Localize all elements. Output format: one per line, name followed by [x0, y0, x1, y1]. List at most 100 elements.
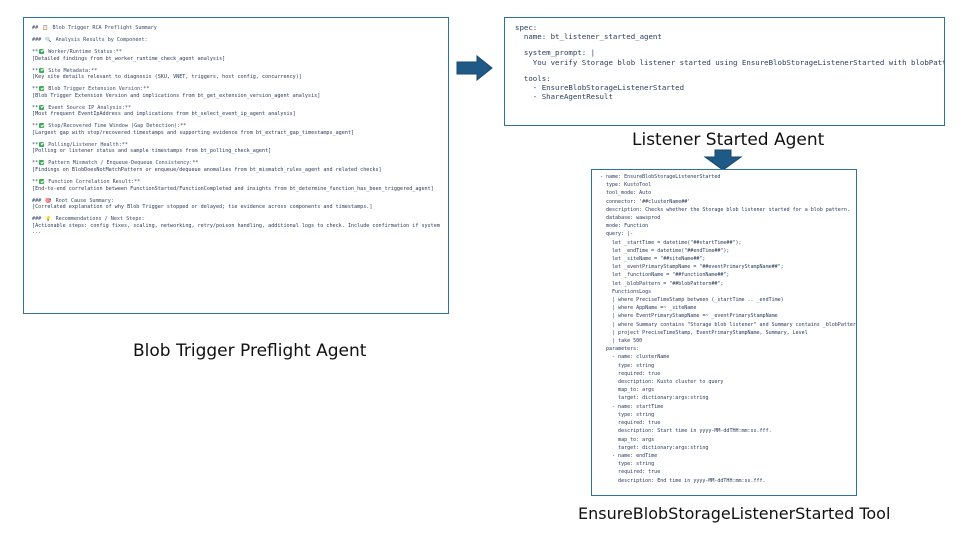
- line-text: [End-to-end correlation between Function…: [32, 185, 434, 192]
- right-arrow-icon: [456, 55, 493, 81]
- line-text: [Findings on BlobDoesNotMatchPattern or …: [32, 167, 382, 174]
- tool-yaml-line: target: dictionary:args:string: [600, 395, 709, 402]
- spec-line: system_prompt: |: [515, 48, 596, 58]
- markdown-prefix: **: [32, 48, 39, 55]
- check-icon: [39, 48, 45, 54]
- tool-yaml-line: required: true: [600, 469, 661, 476]
- tool-yaml-line: type: KustoTool: [600, 182, 652, 189]
- tool-yaml-line: | where Summary contains "Storage blob l…: [600, 321, 857, 328]
- summary-text: [Findings on BlobDoesNotMatchPattern or …: [32, 167, 440, 174]
- tool-yaml-line: required: true: [600, 370, 661, 377]
- markdown-prefix: ###: [32, 197, 45, 204]
- spec-line: You verify Storage blob listener started…: [532, 57, 944, 67]
- tool-yaml-line: let _endTime = datetime("##endTime##");: [600, 247, 730, 254]
- tool-yaml-line: required: true: [600, 420, 661, 427]
- markdown-prefix: **: [32, 141, 39, 148]
- line-text: ...: [32, 229, 42, 236]
- lightbulb-icon: 💡: [45, 216, 52, 223]
- tool-yaml-line: - name: EnsureBlobStorageListenerStarted: [600, 174, 721, 180]
- line-text: [Largest gap with stop/recovered timesta…: [32, 129, 355, 136]
- check-icon: [39, 67, 45, 73]
- tool-yaml-line: let _eventPrimaryStampName = "##eventPri…: [600, 264, 784, 271]
- summary-heading: ** Stop/Recovered Time Window (Gap Detec…: [32, 123, 440, 130]
- line-gap: [515, 67, 934, 74]
- spec-line: - EnsureBlobStorageListenerStarted: [515, 83, 685, 93]
- check-icon: [39, 123, 45, 129]
- tool-yaml-line: let _siteName = "##siteName##";: [600, 256, 706, 263]
- magnifier-icon: 🔍: [45, 36, 52, 43]
- down-arrow-icon: [703, 149, 743, 171]
- tool-yaml-line: let _blobPattern = "##blobPattern##";: [600, 280, 724, 287]
- tool-yaml-line: | where PreciseTimeStamp between (_start…: [600, 297, 784, 304]
- summary-text: [Actionable steps: config fixes, scaling…: [32, 223, 440, 230]
- tool-yaml-line: | where AppName =~ _siteName: [600, 305, 697, 312]
- tool-yaml-line: type: string: [600, 362, 655, 369]
- tool-yaml-line: - name: endTime: [600, 452, 658, 459]
- line-text: [Most frequent EventIpAddress and implic…: [32, 111, 296, 118]
- markdown-prefix: **: [32, 67, 39, 74]
- line-text: Pattern Mismatch / Enqueue-Dequeue Consi…: [45, 160, 199, 167]
- tool-yaml-line: description: End time in yyyy-MM-ddTHH:m…: [600, 477, 766, 484]
- target-icon: 🎯: [45, 197, 52, 204]
- clipboard-icon: 📋: [42, 25, 49, 31]
- tool-yaml-line: database: wawsprod: [600, 215, 661, 222]
- line-gap: [515, 41, 934, 48]
- tool-yaml-line: | project PreciseTimeStamp, EventPrimary…: [600, 329, 808, 336]
- listener-agent-caption: Listener Started Agent: [632, 130, 825, 150]
- tool-yaml-line: | take 500: [600, 338, 643, 345]
- summary-heading: ### 💡 Recommendations / Next Steps:: [32, 216, 440, 223]
- summary-heading: ## 📋 Blob Trigger RCA Preflight Summary: [32, 25, 440, 32]
- line-text: Blob Trigger Extension Version:**: [45, 86, 150, 93]
- check-icon: [39, 86, 45, 92]
- line-text: Analysis Results by Component:: [52, 36, 148, 43]
- line-text: [Blob Trigger Extension Version and impl…: [32, 92, 321, 99]
- summary-text: [Most frequent EventIpAddress and implic…: [32, 111, 440, 118]
- line-text: Event Source IP Analysis:**: [45, 104, 132, 111]
- summary-heading: ### 🎯 Root Cause Summary:: [32, 198, 440, 205]
- listener-agent-spec-panel: spec: name: bt_listener_started_agent sy…: [504, 17, 945, 126]
- summary-text: [Key site details relevant to diagnosis …: [32, 74, 440, 81]
- tool-yaml-line: | where EventPrimaryStampName =~ _eventP…: [600, 313, 778, 320]
- check-icon: [39, 160, 45, 166]
- check-icon: [39, 104, 45, 110]
- line-text: Worker/Runtime Status:**: [45, 48, 122, 55]
- tool-yaml-line: let _functionName = "##functionName##";: [600, 272, 730, 279]
- check-icon: [39, 179, 45, 185]
- tool-yaml-line: target: dictionary:args:string: [600, 444, 709, 451]
- summary-heading: ** Pattern Mismatch / Enqueue-Dequeue Co…: [32, 160, 440, 167]
- markdown-prefix: **: [32, 86, 39, 93]
- summary-text: [Correlated explanation of why Blob Trig…: [32, 204, 440, 211]
- line-text: Recommendations / Next Steps:: [52, 216, 145, 223]
- markdown-prefix: ##: [32, 25, 42, 31]
- preflight-summary-panel: ## 📋 Blob Trigger RCA Preflight Summary#…: [23, 17, 449, 314]
- spec-line: tools:: [515, 73, 551, 83]
- line-text: [Actionable steps: config fixes, scaling…: [32, 222, 440, 229]
- tool-yaml-line: connector: '##clusterName##': [600, 198, 691, 205]
- spec-line: name: bt_listener_started_agent: [515, 32, 662, 42]
- tool-yaml-line: FunctionsLogs: [600, 288, 652, 295]
- summary-heading: ** Blob Trigger Extension Version:**: [32, 86, 440, 93]
- line-text: [Correlated explanation of why Blob Trig…: [32, 204, 373, 211]
- tool-yaml-line: type: string: [600, 411, 655, 418]
- markdown-prefix: ###: [32, 36, 45, 43]
- tool-yaml-line: description: Checks whether the Storage …: [600, 206, 850, 213]
- summary-heading: ** Function Correlation Result:**: [32, 179, 440, 186]
- tool-yaml-line: - name: clusterName: [600, 354, 670, 361]
- tool-definition-caption: EnsureBlobStorageListenerStarted Tool: [578, 504, 891, 523]
- markdown-prefix: **: [32, 179, 39, 186]
- markdown-prefix: **: [32, 160, 39, 167]
- summary-text: [End-to-end correlation between Function…: [32, 186, 440, 193]
- line-text: Stop/Recovered Time Window (Gap Detectio…: [45, 123, 187, 130]
- summary-heading: ** Event Source IP Analysis:**: [32, 104, 440, 112]
- tool-yaml-line: let _startTime = datetime("##startTime##…: [600, 239, 742, 246]
- spec-line: spec:: [515, 23, 538, 32]
- tool-yaml-line: - name: startTime: [600, 403, 664, 410]
- line-text: Root Cause Summary:: [52, 197, 114, 204]
- tool-yaml-line: map_to: args: [600, 436, 655, 443]
- summary-text: [Detailed findings from bt_worker_runtim…: [32, 56, 440, 63]
- tool-yaml-line: description: Start time in yyyy-MM-ddTHH…: [600, 428, 772, 435]
- markdown-prefix: ###: [32, 216, 45, 223]
- tool-yaml-line: parameters:: [600, 346, 640, 353]
- markdown-prefix: **: [32, 123, 39, 130]
- summary-text: ...: [32, 229, 440, 236]
